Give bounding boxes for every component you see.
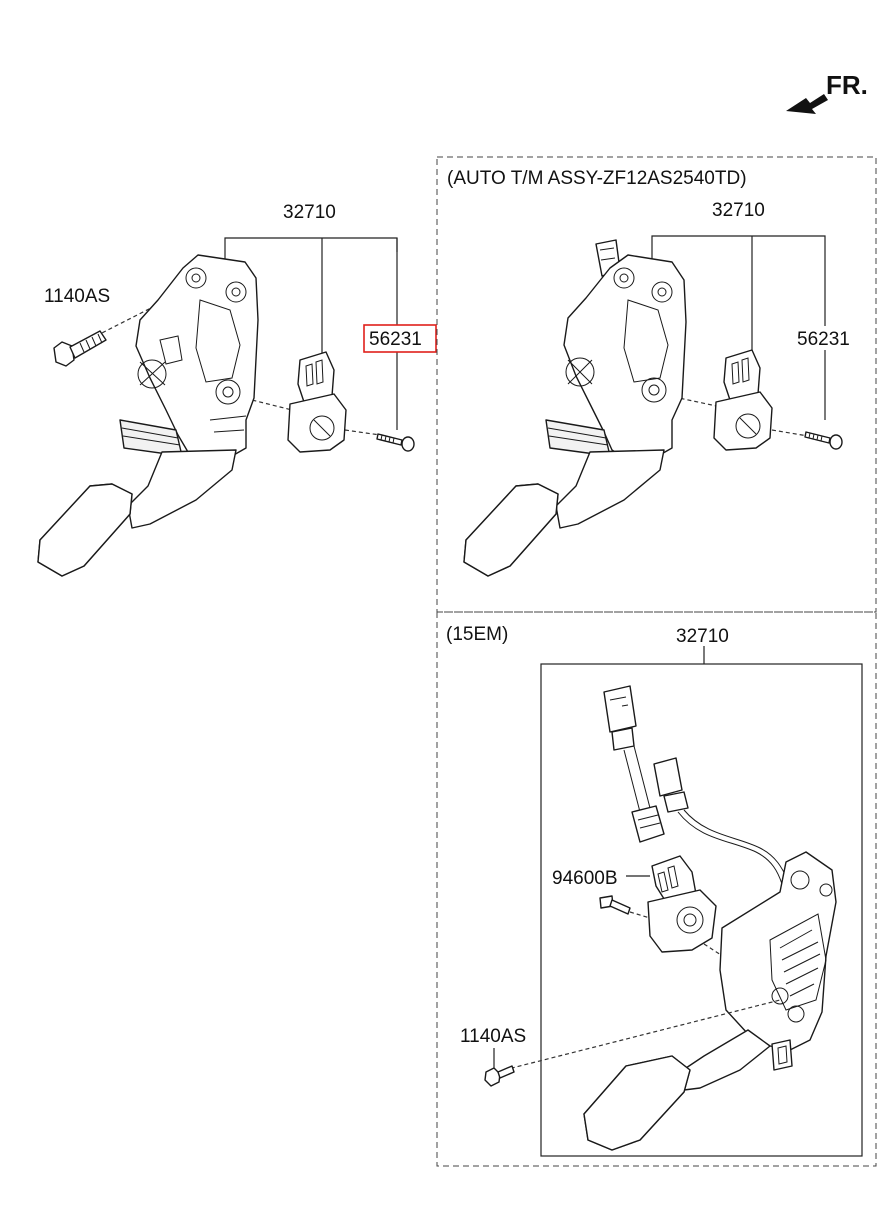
- em15-panel-title: (15EM): [446, 624, 508, 645]
- auto-tm-pedal-housing[interactable]: [545, 239, 687, 459]
- em15-pedal-housing[interactable]: [719, 851, 837, 1071]
- label-1140as: 1140AS: [44, 286, 110, 307]
- bolt-1140as[interactable]: [53, 330, 107, 367]
- auto-tm-label-32710: 32710: [712, 200, 765, 221]
- em15-accelerator-pedal[interactable]: [583, 1029, 771, 1151]
- main-pedal-assembly: 32710 1140AS 56231: [37, 202, 437, 577]
- auto-tm-accelerator-pedal[interactable]: [463, 449, 665, 577]
- em15-label-1140as[interactable]: 1140AS: [460, 1026, 526, 1047]
- em15-sensor-94600b[interactable]: [599, 855, 739, 967]
- auto-tm-panel-title: (AUTO T/M ASSY-ZF12AS2540TD): [447, 168, 747, 189]
- front-label: FR.: [826, 70, 868, 100]
- sensor-screw[interactable]: [376, 433, 415, 452]
- accelerator-pedal[interactable]: [37, 449, 237, 577]
- em15-wiring-harness[interactable]: [603, 685, 789, 885]
- auto-tm-sensor-screw[interactable]: [804, 431, 843, 450]
- pedal-position-sensor-56231[interactable]: [287, 351, 347, 453]
- auto-tm-panel: (AUTO T/M ASSY-ZF12AS2540TD): [436, 156, 877, 613]
- pedal-housing[interactable]: [119, 254, 259, 459]
- label-32710: 32710: [283, 202, 336, 223]
- em15-label-32710: 32710: [676, 626, 729, 647]
- highlight-box-56231: [363, 324, 437, 353]
- em15-bolt-1140as[interactable]: [484, 1048, 515, 1087]
- auto-tm-panel-border: [436, 156, 877, 613]
- em15-assembly-box: [540, 663, 863, 1157]
- em15-panel: (15EM) 32710: [436, 611, 877, 1167]
- em15-label-94600b[interactable]: 94600B: [552, 868, 618, 889]
- auto-tm-label-56231[interactable]: 56231: [797, 329, 850, 350]
- front-direction-arrow-icon: [786, 94, 828, 114]
- em15-panel-border: [436, 611, 877, 1167]
- auto-tm-sensor-56231[interactable]: [713, 349, 773, 451]
- front-orientation-indicator: FR.: [786, 70, 868, 114]
- label-56231[interactable]: 56231: [369, 329, 422, 350]
